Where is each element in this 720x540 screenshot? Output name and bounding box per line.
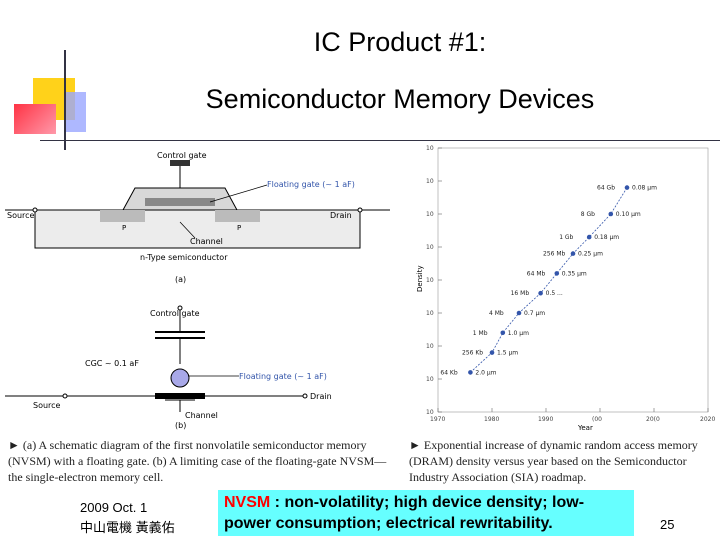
- label-floating-gate: Floating gate (~ 1 aF): [267, 180, 355, 189]
- data-point-label: 1 Mb: [473, 330, 488, 337]
- floating-gate-dot: [170, 368, 190, 388]
- x-tick-label: (00: [592, 416, 602, 423]
- y-tick-label: 10: [426, 145, 434, 152]
- footer-date: 2009 Oct. 1: [80, 500, 148, 515]
- data-point-feature: 0.18 μm: [594, 234, 619, 241]
- data-point-label: 64 Mb: [527, 270, 546, 277]
- data-point-label: 64 Gb: [597, 185, 615, 192]
- x-tick-label: 2020: [700, 416, 715, 423]
- data-point-label: 1 Gb: [559, 234, 573, 241]
- data-point-label: 16 Mb: [511, 290, 530, 297]
- label-cgc: CGC ~ 0.1 aF: [85, 359, 139, 368]
- deco-horizontal-line: [40, 140, 720, 141]
- data-point: [489, 350, 495, 355]
- data-point: [586, 234, 592, 240]
- data-point: [516, 310, 522, 316]
- data-point-feature: 0.7 μm: [524, 310, 545, 317]
- y-tick-label: 10: [426, 244, 434, 251]
- y-tick-label: 10: [426, 178, 434, 185]
- label-p-left: P: [122, 224, 126, 232]
- y-tick-label: 10: [426, 409, 434, 416]
- x-tick-label: 20(0: [646, 416, 660, 423]
- label-channel: Channel: [190, 237, 223, 246]
- label-figure-a: (a): [175, 275, 186, 284]
- data-point-feature: 2.0 μm: [475, 369, 496, 376]
- label-b-floating-gate: Floating gate (~ 1 aF): [239, 372, 327, 381]
- label-b-drain: Drain: [310, 392, 332, 401]
- page-number: 25: [660, 517, 675, 532]
- p-region-right: [215, 210, 260, 222]
- chart-ylabel: Density: [416, 265, 424, 292]
- data-point-feature: 0.35 μm: [562, 270, 587, 277]
- label-substrate: n-Type semiconductor: [140, 253, 228, 262]
- y-tick-label: 10: [426, 211, 434, 218]
- label-b-source: Source: [33, 401, 61, 410]
- nvsm-text: : non-volatility; high device density; l…: [224, 494, 585, 532]
- y-tick-label: 10: [426, 343, 434, 350]
- label-b-control-gate: Control gate: [150, 309, 200, 318]
- data-point: [500, 330, 506, 336]
- figure-a-floating-gate-diagram: Control gate Floating gate (~ 1 aF) Sour…: [5, 151, 390, 284]
- label-figure-b: (b): [175, 421, 186, 430]
- data-point: [608, 211, 614, 217]
- data-point-label: 64 Kb: [440, 369, 457, 376]
- data-point: [468, 370, 473, 375]
- label-b-channel: Channel: [185, 411, 218, 420]
- y-tick-label: 10: [426, 376, 434, 383]
- dram-density-chart: 10 10 10 10 10 10 10 10 10 1970 1980 1990 (00 20(0 20…: [416, 145, 715, 432]
- caption-left: ► (a) A schematic diagram of the first n…: [8, 438, 387, 484]
- x-tick-label: 1990: [538, 416, 553, 423]
- data-point: [624, 185, 630, 190]
- floating-gate: [145, 198, 215, 206]
- label-drain: Drain: [330, 211, 352, 220]
- control-gate-contact: [170, 160, 190, 166]
- data-point-feature: 0.08 μm: [632, 185, 657, 192]
- data-point: [554, 271, 560, 276]
- deco-red-square: [14, 104, 56, 134]
- x-tick-label: 1970: [430, 416, 445, 423]
- data-point-label: 256 Mb: [543, 251, 566, 258]
- label-control-gate: Control gate: [157, 151, 207, 160]
- data-point-feature: 0.10 μm: [616, 211, 641, 218]
- y-tick-label: 10: [426, 277, 434, 284]
- data-point: [538, 290, 543, 296]
- deco-blue-square: [64, 92, 86, 132]
- chart-xlabel: Year: [577, 424, 593, 432]
- nvsm-summary-box: NVSM : non-volatility; high device densi…: [218, 490, 634, 536]
- data-point: [570, 251, 576, 256]
- data-point-feature: 1.5 μm: [497, 350, 518, 357]
- chart-trend-line: [470, 187, 628, 373]
- slide-subtitle: Semiconductor Memory Devices: [205, 84, 595, 114]
- data-point-feature: 1.0 μm: [508, 330, 529, 337]
- slide-title: IC Product #1:: [313, 27, 487, 57]
- data-point-label: 8 Gb: [581, 211, 595, 218]
- footer-author: 中山電機 黃義佑: [80, 520, 175, 535]
- caption-right: ► Exponential increase of dynamic random…: [409, 438, 698, 484]
- nvsm-highlight: NVSM: [224, 494, 271, 511]
- label-source: Source: [7, 211, 35, 220]
- deco-vertical-line: [64, 50, 66, 150]
- figure-b-single-electron-cell: Control gate CGC ~ 0.1 aF Floating gate …: [5, 305, 332, 430]
- data-point-label: 4 Mb: [489, 310, 504, 317]
- p-region-left: [100, 210, 145, 222]
- data-point-feature: 0.25 μm: [578, 251, 603, 258]
- data-point-feature: 0.5 ...: [546, 290, 563, 297]
- n-type-substrate: [34, 209, 361, 249]
- data-point-label: 256 Kb: [462, 350, 483, 357]
- label-p-right: P: [237, 224, 241, 232]
- y-tick-label: 10: [426, 310, 434, 317]
- x-tick-label: 1980: [484, 416, 499, 423]
